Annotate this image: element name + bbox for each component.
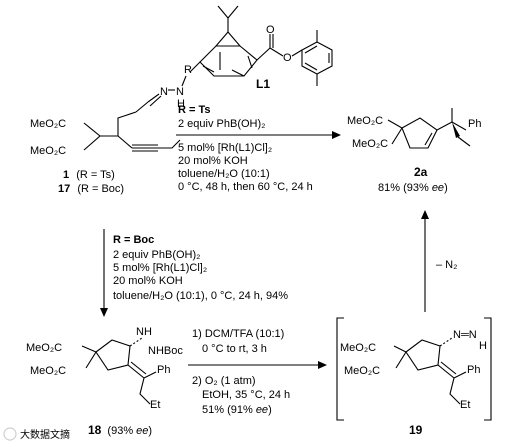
compound-19-ester-top: MeO₂C bbox=[340, 342, 376, 354]
compound-18-phenyl: Ph bbox=[157, 364, 170, 376]
svg-text:N: N bbox=[176, 86, 184, 98]
substrate-ester-bottom: MeO₂C bbox=[30, 145, 66, 157]
ts-reagent-4: toluene/H₂O (10:1) bbox=[178, 168, 270, 180]
compound-18-label: 18 (93% ee) bbox=[88, 423, 152, 437]
ts-reagent-1: 2 equiv PhB(OH)₂ bbox=[178, 118, 265, 130]
boc-header: R = Boc bbox=[113, 234, 154, 246]
compound-18-structure bbox=[81, 337, 157, 405]
compound-19-phenyl: Ph bbox=[467, 364, 480, 376]
intermediate-bracket-right bbox=[484, 317, 492, 421]
compound-19-ester-bottom: MeO₂C bbox=[344, 365, 380, 377]
boc-reagent-4: toluene/H₂O (10:1), 0 °C, 24 h, 94% bbox=[113, 290, 288, 302]
compound-19-diazene: N═N bbox=[453, 329, 477, 341]
n2-loss-label: – N₂ bbox=[436, 259, 457, 271]
product-2a-ester-bottom: MeO₂C bbox=[352, 138, 388, 150]
compound-18-ester-top: MeO₂C bbox=[26, 342, 62, 354]
deprotect-step-2c: 51% (91% ee) bbox=[202, 404, 272, 416]
product-2a-yield: 81% (93% ee) bbox=[378, 182, 448, 194]
compound-19-structure bbox=[393, 337, 467, 405]
ts-header: R = Ts bbox=[178, 104, 211, 116]
boc-reagent-2: 5 mol% [Rh(L1)Cl]₂ bbox=[113, 262, 207, 274]
watermark-icon bbox=[3, 427, 17, 441]
svg-text:N: N bbox=[160, 86, 168, 98]
compound-19-h: H bbox=[479, 340, 487, 352]
svg-text:O: O bbox=[283, 52, 292, 64]
label-17-condition: (R = Boc) bbox=[77, 183, 124, 195]
label-1-condition: (R = Ts) bbox=[76, 169, 115, 181]
compound-18-ester-bottom: MeO₂C bbox=[30, 365, 66, 377]
ts-reagent-3: 20 mol% KOH bbox=[178, 155, 248, 167]
substrate-structure: N N bbox=[83, 75, 187, 152]
intermediate-bracket-left bbox=[336, 317, 344, 421]
svg-text:O: O bbox=[266, 24, 275, 36]
deprotect-step-2a: 2) O₂ (1 atm) bbox=[192, 375, 256, 387]
deprotect-step-2b: EtOH, 35 °C, 24 h bbox=[202, 389, 290, 401]
product-2a-ester-top: MeO₂C bbox=[347, 115, 383, 127]
label-17-number: 17 bbox=[58, 183, 70, 195]
substrate-hydrazone-h: H bbox=[177, 98, 185, 110]
deprotect-step-1a: 1) DCM/TFA (10:1) bbox=[192, 328, 284, 340]
ligand-label: L1 bbox=[256, 77, 270, 91]
substrate-ester-top: MeO₂C bbox=[30, 118, 66, 130]
label-1-number: 1 bbox=[63, 169, 69, 181]
compound-18-nh: NH bbox=[136, 326, 152, 338]
compound-18-ethyl: Et bbox=[150, 399, 160, 411]
watermark-text: 大数据文摘 bbox=[20, 428, 70, 441]
compound-19-label: 19 bbox=[409, 423, 423, 437]
product-2a-label: 2a bbox=[414, 165, 428, 179]
watermark: 大数据文摘 bbox=[3, 427, 70, 441]
compound-18-nhboc: NHBoc bbox=[148, 345, 183, 357]
ts-reagent-5: 0 °C, 48 h, then 60 °C, 24 h bbox=[178, 181, 313, 193]
deprotect-step-1b: 0 °C to rt, 3 h bbox=[202, 343, 267, 355]
substrate-label-1: 1 (R = Ts) bbox=[63, 169, 115, 181]
ts-reagent-2: 5 mol% [Rh(L1)Cl]₂ bbox=[178, 142, 272, 154]
ligand-l1-structure: O O bbox=[189, 5, 333, 86]
compound-18-number: 18 bbox=[88, 423, 102, 437]
boc-reagent-1: 2 equiv PhB(OH)₂ bbox=[113, 249, 200, 261]
product-2a-structure bbox=[387, 108, 471, 149]
product-2a-phenyl: Ph bbox=[468, 118, 481, 130]
boc-reagent-3: 20 mol% KOH bbox=[113, 275, 183, 287]
substrate-label-17: 17 (R = Boc) bbox=[58, 183, 124, 195]
compound-19-ethyl: Et bbox=[460, 399, 470, 411]
substrate-hydrazone-r: R bbox=[184, 64, 192, 76]
